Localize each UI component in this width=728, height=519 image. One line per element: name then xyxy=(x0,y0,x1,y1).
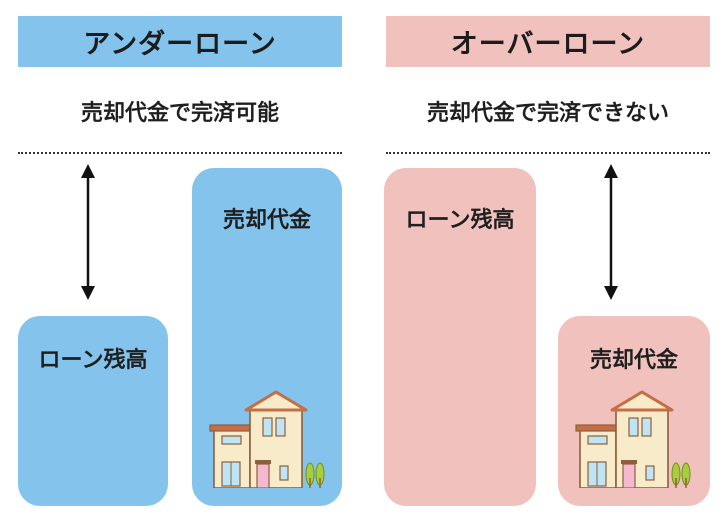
over-loan-sale-price-label: 売却代金 xyxy=(589,348,678,373)
under-loan-title-banner: アンダーローン xyxy=(18,16,342,67)
over-loan-divider xyxy=(386,152,710,154)
over-loan-subtitle: 売却代金で完済できない xyxy=(426,101,669,126)
under-loan-house-icon xyxy=(209,390,325,488)
under-loan-title: アンダーローン xyxy=(83,29,277,60)
under-loan-divider xyxy=(18,152,342,154)
under-loan-loan-balance-bar: ローン残高 xyxy=(18,316,168,506)
under-loan-double-arrow-icon xyxy=(81,164,95,300)
over-loan-loan-balance-bar: ローン残高 xyxy=(384,168,536,506)
under-loan-subtitle: 売却代金で完済可能 xyxy=(80,101,279,126)
over-loan-title-banner: オーバーローン xyxy=(386,16,710,67)
over-loan-title: オーバーローン xyxy=(450,29,646,60)
over-loan-double-arrow-icon xyxy=(604,164,618,300)
tree-icon xyxy=(305,462,325,488)
under-loan-loan-balance-label: ローン残高 xyxy=(38,348,148,373)
over-loan-loan-balance-label: ローン残高 xyxy=(405,208,515,233)
tree-icon xyxy=(671,462,691,488)
over-loan-house-icon xyxy=(575,390,691,488)
under-loan-sale-price-label: 売却代金 xyxy=(222,208,311,233)
